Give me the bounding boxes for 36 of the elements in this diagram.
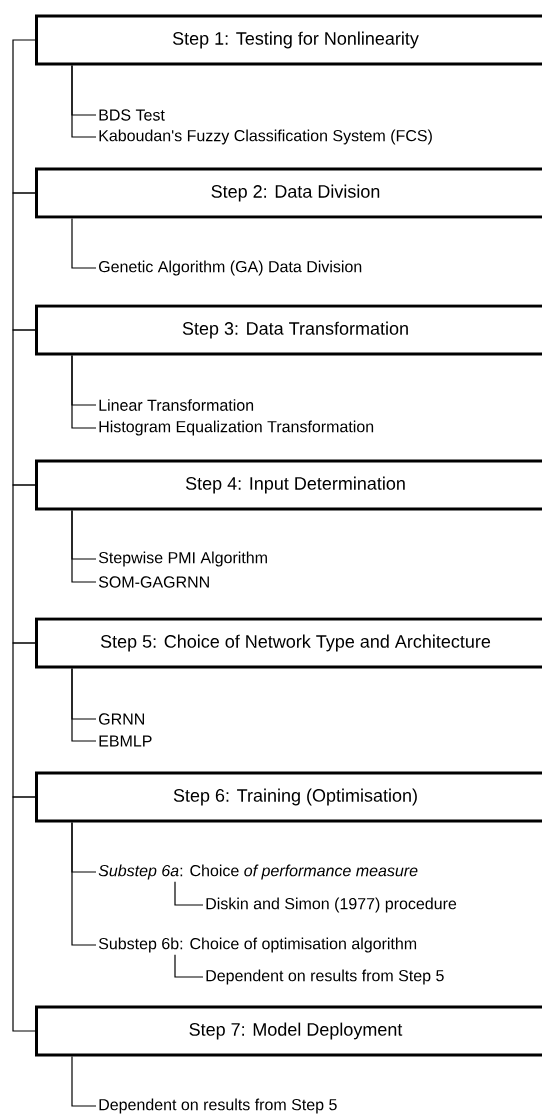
item-text: Substep 6a: Choice of performance measure	[98, 864, 418, 880]
connector-line	[12, 484, 36, 644]
connector-line	[12, 39, 36, 194]
connector-line	[12, 796, 36, 1032]
step-box: Step 6: Training (Optimisation)	[35, 771, 542, 823]
item-text: Histogram Equalization Transformation	[99, 420, 374, 436]
connector-line	[71, 821, 97, 946]
item-text: Kaboudan's Fuzzy Classification System (FCS)	[99, 129, 432, 145]
item-text: Stepwise PMI Algorithm	[98, 551, 267, 567]
item-text: Linear Transformation	[99, 399, 254, 411]
item-text: EBMLP	[99, 735, 152, 747]
connector-line	[12, 642, 36, 798]
connector-line	[71, 217, 97, 269]
step-box: Step 4: Input Determination	[35, 459, 542, 511]
step-box: Step 1: Testing for Nonlinearity	[35, 14, 542, 66]
item-text: GRNN	[99, 713, 144, 725]
step-box: Step 2: Data Division	[35, 167, 542, 219]
step-box: Step 3: Data Transformation	[35, 304, 542, 356]
connector-line	[12, 192, 36, 331]
step-box: Step 7: Model Deployment	[35, 1005, 542, 1057]
item-text: Substep 6b: Choice of optimisation algorithm	[98, 937, 417, 953]
step-box: Step 5: Choice of Network Type and Architecture	[35, 617, 542, 669]
connector-line	[71, 354, 97, 429]
item-text: Dependent on results from Step 5	[206, 969, 444, 985]
connector-line	[174, 954, 204, 978]
item-text: Genetic Algorithm (GA) Data Division	[99, 260, 362, 276]
connector-line	[71, 64, 97, 138]
item-text: SOM-GAGRNN	[98, 576, 209, 588]
connector-line	[12, 329, 36, 486]
item-text: BDS Test	[99, 109, 165, 121]
connector-line	[71, 509, 97, 583]
connector-line	[71, 1055, 97, 1107]
item-text: Dependent on results from Step 5	[99, 1098, 337, 1114]
item-text: Diskin and Simon (1977) procedure	[206, 897, 457, 913]
connector-line	[71, 667, 97, 742]
connector-line	[174, 881, 204, 906]
